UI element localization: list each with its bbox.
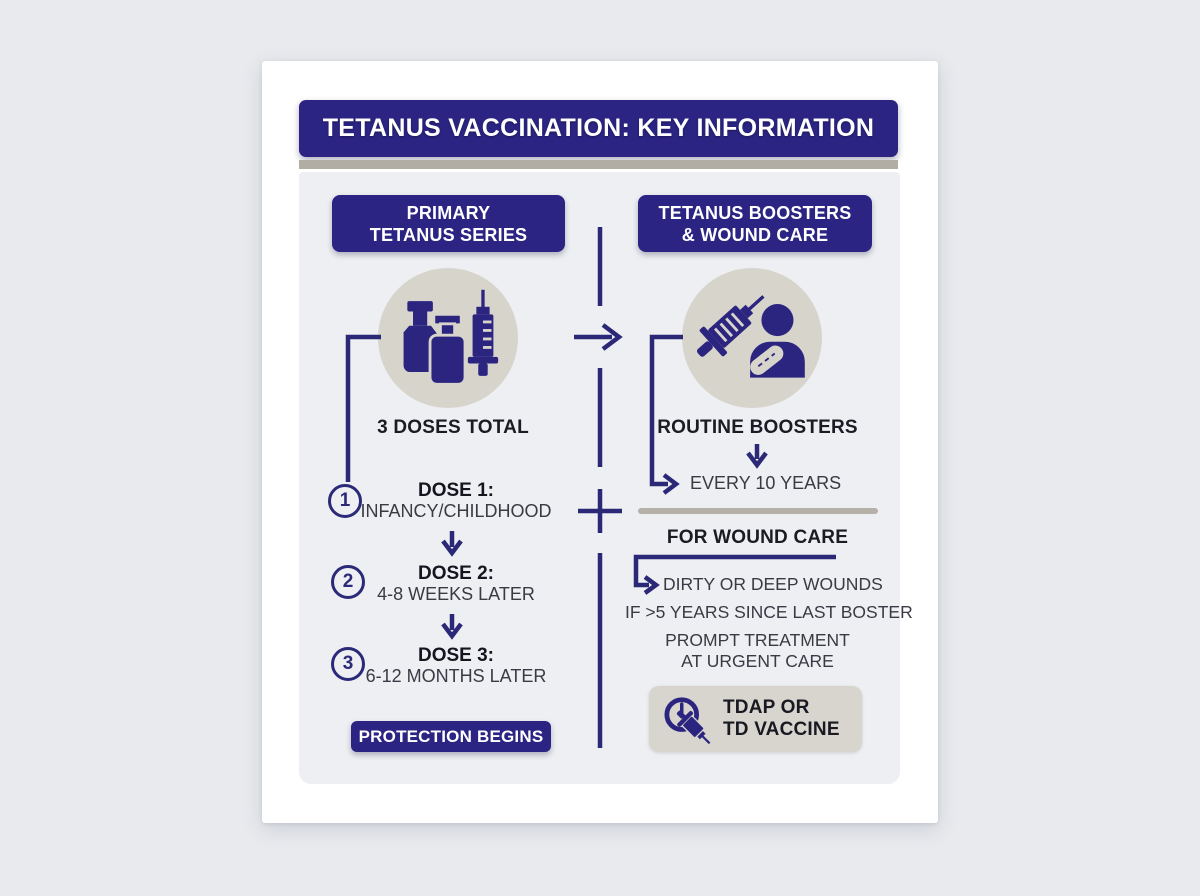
dose-1-detail: INFANCY/CHILDHOOD (360, 501, 552, 521)
routine-interval-text: EVERY 10 YEARS (690, 473, 842, 493)
vaccine-line1: TDAP OR (723, 697, 810, 718)
right-header-line2: & WOUND CARE (681, 224, 829, 245)
wound-item-dirty-wounds: DIRTY OR DEEP WOUNDS (663, 574, 883, 594)
vaccine-type-badge: TDAP OR TD VACCINE (649, 686, 862, 752)
clock-syringe-icon (664, 697, 711, 745)
dose-2-number: 2 (331, 565, 365, 599)
vials-circle (378, 268, 518, 408)
title-divider (299, 160, 898, 169)
prompt-line1: PROMPT TREATMENT (665, 630, 850, 650)
left-header-line2: TETANUS SERIES (369, 224, 528, 245)
wound-item-five-years: IF >5 YEARS SINCE LAST BOSTER (625, 602, 913, 622)
protection-begins-badge: PROTECTION BEGINS (351, 721, 551, 752)
vaccine-type-text: TDAP OR TD VACCINE (723, 697, 840, 741)
dose-3-label: DOSE 3: (417, 645, 495, 666)
vials-syringe-icon (403, 289, 499, 386)
booster-circle (682, 268, 822, 408)
left-column-header: PRIMARY TETANUS SERIES (332, 195, 565, 252)
prompt-line2: AT URGENT CARE (681, 651, 834, 671)
left-header-line1: PRIMARY (406, 202, 491, 223)
patient-booster-icon (696, 295, 805, 378)
wound-care-title: FOR WOUND CARE (666, 527, 849, 548)
dose-3-detail: 6-12 MONTHS LATER (365, 666, 547, 686)
title-bar: TETANUS VACCINATION: KEY INFORMATION (299, 100, 898, 157)
dose-2-detail: 4-8 WEEKS LATER (377, 584, 535, 604)
doses-total-label: 3 DOSES TOTAL (377, 417, 529, 438)
right-column-header: TETANUS BOOSTERS & WOUND CARE (638, 195, 872, 252)
dose-1-number: 1 (328, 484, 362, 518)
dose-2-label: DOSE 2: (417, 563, 495, 584)
vaccine-line2: TD VACCINE (723, 719, 840, 740)
right-header-line1: TETANUS BOOSTERS (658, 202, 852, 223)
dose-2-text: DOSE 2: 4-8 WEEKS LATER (350, 563, 562, 605)
dose-1-label: DOSE 1: (417, 480, 495, 501)
routine-boosters-label: ROUTINE BOOSTERS (657, 417, 858, 438)
wound-care-divider (638, 508, 878, 514)
dose-3-number: 3 (331, 647, 365, 681)
dose-1-text: DOSE 1: INFANCY/CHILDHOOD (350, 480, 562, 522)
dose-3-text: DOSE 3: 6-12 MONTHS LATER (350, 645, 562, 687)
prompt-treatment-text: PROMPT TREATMENT AT URGENT CARE (650, 630, 865, 672)
page-title: TETANUS VACCINATION: KEY INFORMATION (322, 114, 875, 142)
protection-begins-label: PROTECTION BEGINS (358, 726, 544, 746)
